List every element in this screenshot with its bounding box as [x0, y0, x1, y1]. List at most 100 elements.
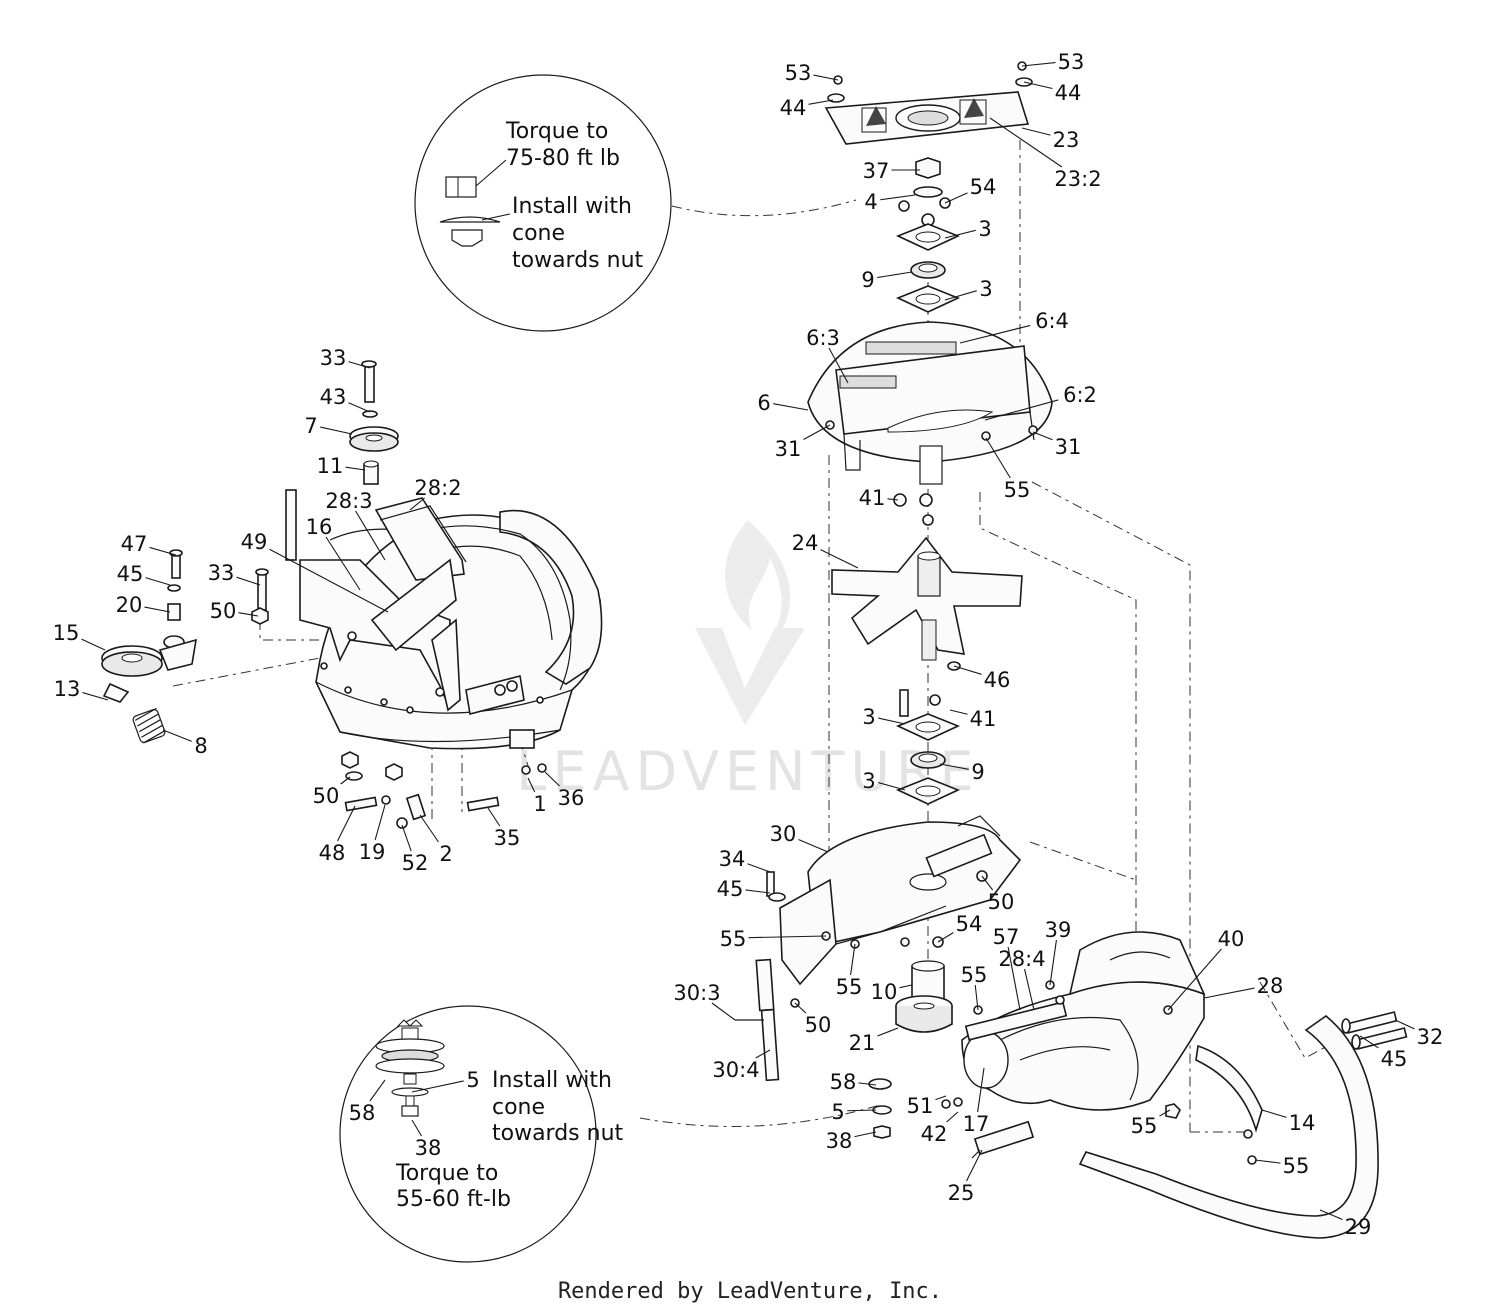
- leader-c41b: [949, 709, 968, 715]
- leader-c4: [880, 194, 916, 201]
- callout-c33a: 33: [320, 346, 347, 370]
- leader-c45c: [145, 577, 171, 586]
- callout-c42: 42: [921, 1122, 948, 1146]
- callout-c55a: 55: [1004, 478, 1031, 502]
- callout-c34: 34: [719, 847, 746, 871]
- leader-c33b: [236, 576, 261, 586]
- leader-c3d: [878, 782, 906, 791]
- leader-c55f: [1254, 1159, 1281, 1164]
- callout-c24: 24: [792, 531, 819, 555]
- leader-c54b: [937, 932, 954, 943]
- watermark: LEADVENTURE: [516, 520, 979, 803]
- leader-c54a: [944, 192, 968, 204]
- callout-c53b: 53: [1058, 50, 1085, 74]
- chute-housing: [961, 931, 1206, 1111]
- leader-c11: [345, 466, 366, 471]
- leader-c39: [1049, 939, 1057, 986]
- callout-c9a: 9: [861, 268, 874, 292]
- leader-c19: [374, 804, 386, 841]
- leader-c50d: [340, 776, 351, 785]
- callout-c38b: 38: [415, 1136, 442, 1160]
- leader-c6-2: [984, 399, 1059, 421]
- leader-c44a: [808, 99, 834, 105]
- leader-c38b: [411, 1119, 422, 1137]
- leader-c2: [419, 814, 439, 843]
- callout-c55b: 55: [720, 927, 747, 951]
- leader-c16: [325, 536, 361, 591]
- leader-c50b: [794, 1002, 807, 1014]
- callout-c15: 15: [53, 621, 80, 645]
- nut-icon: [451, 229, 483, 247]
- watermark-text: LEADVENTURE: [516, 740, 979, 803]
- leader-c3b: [944, 290, 977, 301]
- leader-c30-4: [755, 1049, 771, 1059]
- callout-c57: 57: [993, 925, 1020, 949]
- top-plate: [824, 91, 1030, 145]
- callout-c17: 17: [963, 1112, 990, 1136]
- callout-c23-2: 23:2: [1054, 167, 1101, 191]
- leader-c31b: [1032, 431, 1053, 441]
- callout-c5a: 5: [831, 1100, 844, 1124]
- callout-c38a: 38: [826, 1129, 853, 1153]
- leader-c46: [953, 665, 982, 675]
- note-top-line-4: cone: [512, 221, 565, 246]
- callout-c1: 1: [533, 792, 546, 816]
- leader-c25: [966, 1149, 983, 1182]
- callout-c55e: 55: [1131, 1114, 1158, 1138]
- note-top-line-2: 75-80 ft lb: [506, 146, 620, 171]
- callout-c44a: 44: [780, 96, 807, 120]
- callout-c4: 4: [864, 190, 877, 214]
- leader-c28-4: [1024, 968, 1035, 1011]
- leader-c30-3: [711, 1002, 736, 1021]
- leader-c32: [1394, 1019, 1415, 1030]
- leader-c17: [977, 1067, 985, 1113]
- callout-c3c: 3: [862, 705, 875, 729]
- callout-c48: 48: [319, 841, 346, 865]
- spring: [132, 707, 166, 744]
- callout-c52: 52: [402, 851, 429, 875]
- leader-c53a: [813, 74, 839, 81]
- callout-c31b: 31: [1055, 435, 1082, 459]
- callout-c3d: 3: [862, 769, 875, 793]
- note-top-line-3: Install with: [512, 194, 632, 219]
- callout-c25: 25: [948, 1181, 975, 1205]
- leader-c3c: [878, 717, 906, 725]
- callout-c6: 6: [757, 391, 770, 415]
- leader-c20: [144, 606, 171, 613]
- callout-c6-3: 6:3: [806, 326, 840, 350]
- callout-c2: 2: [439, 842, 452, 866]
- leader-c13: [82, 692, 109, 701]
- leader-c31a: [803, 424, 831, 440]
- note-bottom-line-1: Install with: [492, 1068, 612, 1093]
- callout-c13: 13: [54, 677, 81, 701]
- callout-c19: 19: [359, 840, 386, 864]
- leader-c44b: [1023, 81, 1053, 90]
- nut-icon: [401, 1105, 419, 1117]
- fan-housing: [807, 321, 1053, 485]
- leader-c35: [487, 807, 501, 827]
- leader-c55e: [1159, 1109, 1171, 1117]
- callout-c11: 11: [317, 454, 344, 478]
- leader-c55b: [748, 935, 827, 939]
- callout-c49: 49: [241, 530, 268, 554]
- callout-c58a: 58: [830, 1070, 857, 1094]
- callout-c8: 8: [194, 734, 207, 758]
- leader-c38a: [854, 1131, 877, 1138]
- leader-c53b: [1021, 62, 1056, 67]
- leader-c9b: [939, 763, 969, 770]
- leader-c34: [747, 863, 771, 873]
- callout-c55d: 55: [836, 975, 863, 999]
- callout-c31a: 31: [775, 437, 802, 461]
- callout-c37: 37: [863, 159, 890, 183]
- cone-washer-icon: [439, 216, 501, 223]
- leader-c43: [348, 402, 371, 413]
- leader-c15: [81, 638, 106, 651]
- leader-c3a: [944, 229, 976, 239]
- leader-c40: [1167, 948, 1222, 1011]
- leader-c5b: [411, 1080, 464, 1093]
- callout-c9b: 9: [971, 760, 984, 784]
- callout-c36: 36: [558, 786, 585, 810]
- base-plate: [779, 815, 1022, 986]
- callout-c50b: 50: [805, 1013, 832, 1037]
- callout-c41b: 41: [970, 707, 997, 731]
